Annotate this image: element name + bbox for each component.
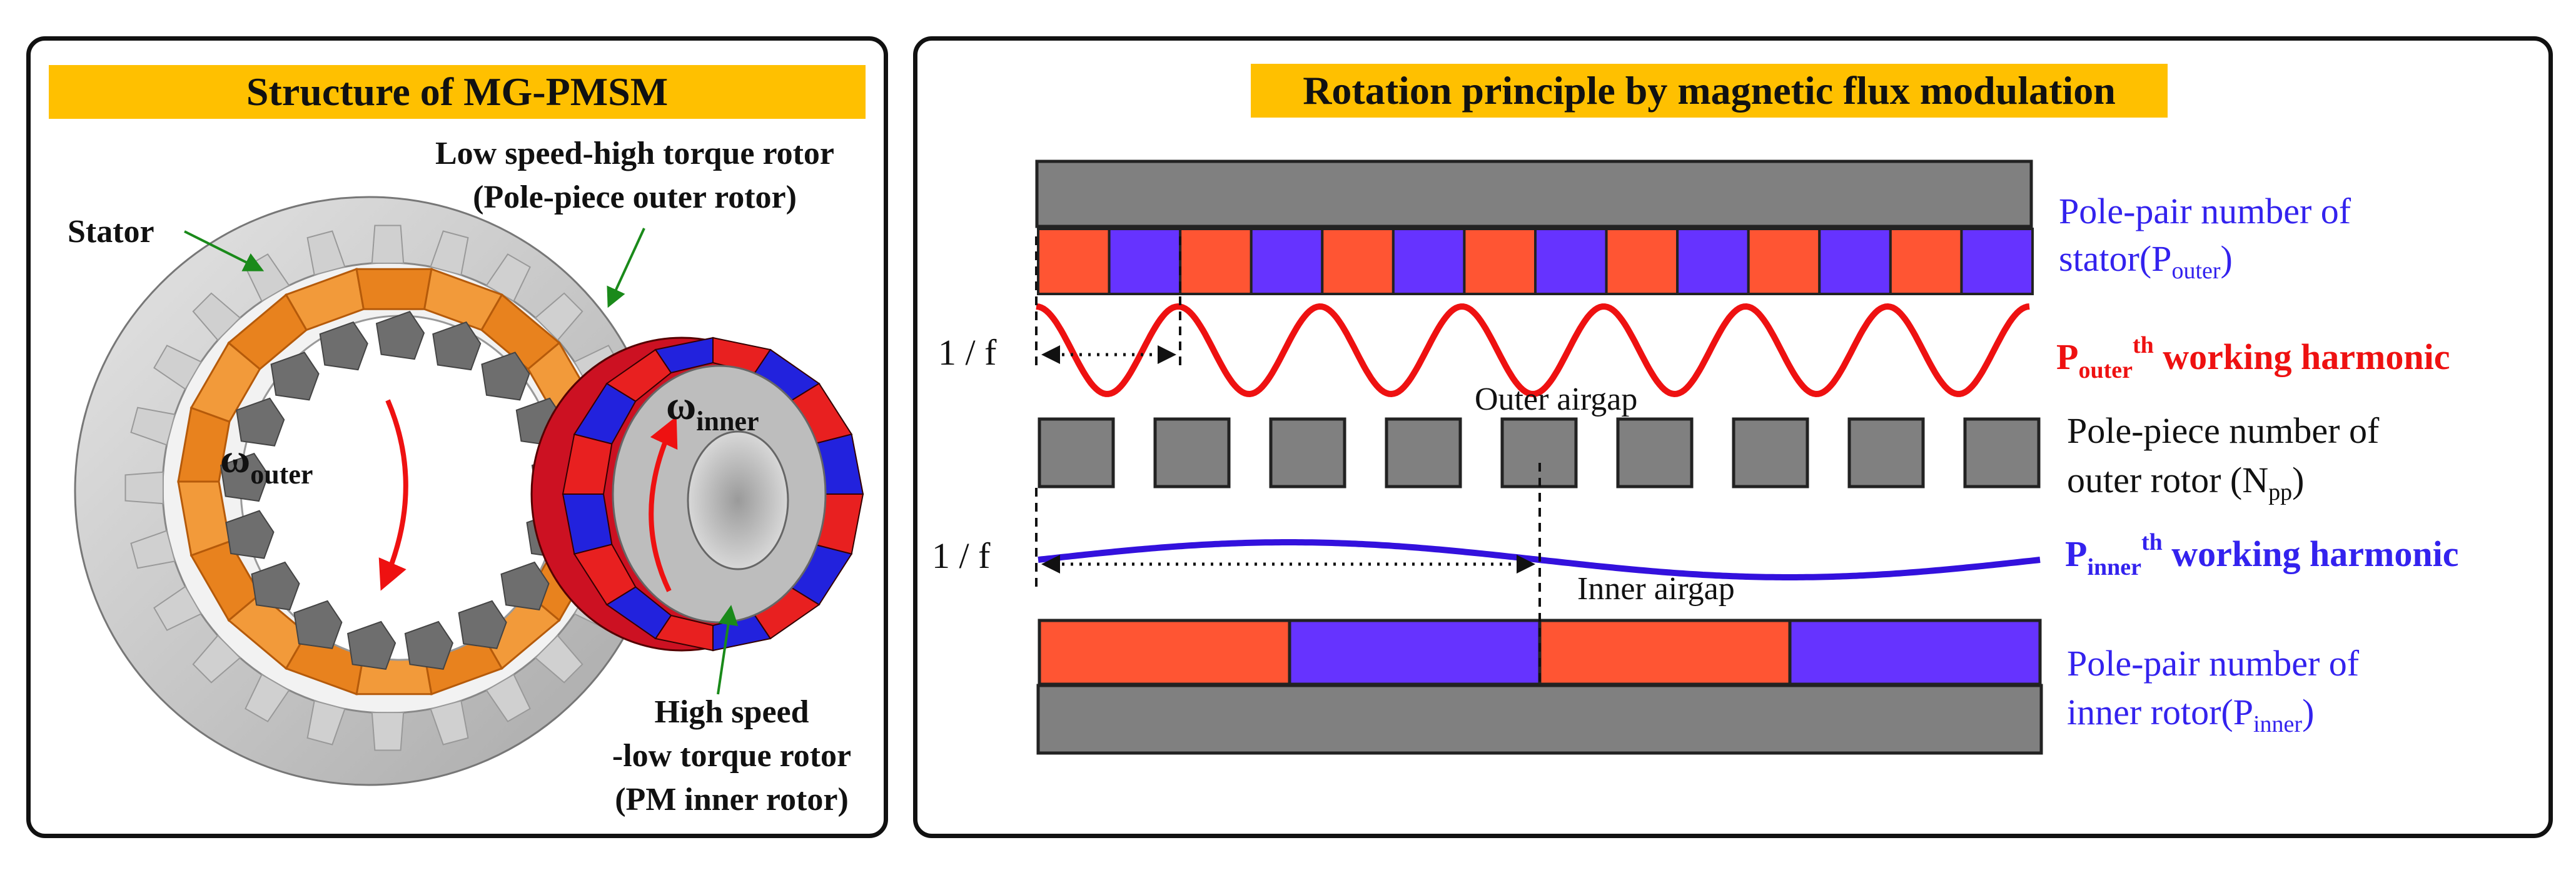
stator-slot bbox=[130, 407, 176, 446]
stator-label: Stator bbox=[68, 214, 154, 250]
stator-back-iron bbox=[1035, 159, 2033, 228]
inner-rotor-label-1: High speed bbox=[654, 694, 809, 730]
stator-magnet-segment bbox=[1250, 228, 1324, 295]
stator-magnet-segment bbox=[1463, 228, 1537, 295]
outer-rotor-label-2: (Pole-piece outer rotor) bbox=[473, 180, 797, 215]
pole-piece-block bbox=[458, 600, 507, 649]
stator-slot bbox=[130, 530, 176, 569]
stator-magnet-segment bbox=[1960, 228, 2034, 295]
stator-magnet-segment bbox=[1818, 228, 1892, 295]
rotation-principle-title: Rotation principle by magnetic flux modu… bbox=[1251, 64, 2168, 118]
inner-magnet-segment bbox=[1538, 619, 1792, 686]
stator-slot bbox=[306, 230, 346, 276]
pole-piece bbox=[1038, 417, 1115, 488]
stator-magnet-segment bbox=[1179, 228, 1253, 295]
pole-piece-block bbox=[251, 561, 300, 611]
pole-piece bbox=[1616, 417, 1694, 488]
outer-rotor-leader bbox=[607, 228, 645, 308]
pole-piece-block bbox=[432, 321, 482, 371]
stator-magnet-segment bbox=[1676, 228, 1750, 295]
stator-slot bbox=[485, 673, 531, 722]
pole-piece-block bbox=[293, 600, 343, 649]
winding-segment bbox=[355, 268, 433, 310]
outer-rotor-label-1: Low speed-high torque rotor bbox=[435, 136, 834, 171]
pole-piece-block bbox=[236, 397, 285, 447]
pole-piece bbox=[1385, 417, 1462, 488]
inner-harmonic-label: Pinnerth working harmonic bbox=[2065, 529, 2458, 580]
stator-magnet-segment bbox=[1392, 228, 1466, 295]
stator-magnet-row bbox=[1037, 228, 2034, 295]
stator-slot bbox=[192, 292, 241, 341]
pole-piece bbox=[1500, 417, 1578, 488]
pole-piece-block bbox=[225, 510, 275, 559]
stator-pole-pair-label-1: Pole-pair number of bbox=[2059, 191, 2351, 231]
stator-slot bbox=[534, 292, 583, 341]
stator-slot bbox=[371, 225, 405, 264]
inner-pole-pair-label-2: inner rotor(Pinner) bbox=[2067, 692, 2314, 737]
outer-working-harmonic-wave bbox=[1036, 303, 2030, 398]
pole-piece bbox=[1269, 417, 1346, 488]
stator-slot bbox=[153, 345, 203, 390]
omega-inner-label: ωinner bbox=[666, 383, 759, 437]
pole-piece-label-1: Pole-piece number of bbox=[2067, 410, 2380, 451]
inner-rotor-label-2: -low torque rotor bbox=[612, 738, 851, 774]
inner-magnet-segment bbox=[1038, 619, 1291, 686]
pole-piece-block bbox=[220, 452, 270, 502]
stator-slot bbox=[306, 700, 346, 746]
outer-harmonic-label: Pouterth working harmonic bbox=[2056, 332, 2450, 383]
stator-slot bbox=[245, 673, 290, 722]
pole-piece-block bbox=[404, 620, 454, 670]
pole-piece-block bbox=[481, 352, 530, 401]
flux-modulation-diagram: 1 / f 1 / f Outer airgap Inner airgap Po… bbox=[932, 159, 2458, 755]
stator-slot bbox=[124, 471, 164, 505]
stator-pole-pair-label-2: stator(Pouter) bbox=[2059, 238, 2233, 284]
inner-rotor-label-3: (PM inner rotor) bbox=[615, 782, 849, 817]
stator-magnet-segment bbox=[1889, 228, 1963, 295]
inner-rotor-leader bbox=[717, 605, 739, 695]
outer-rotation-arrow bbox=[378, 399, 408, 591]
pole-piece-block bbox=[319, 321, 368, 371]
inner-magnet-segment bbox=[1788, 619, 2042, 686]
structure-title: Structure of MG-PMSM bbox=[49, 65, 866, 119]
stator-leader bbox=[184, 230, 265, 271]
pole-piece-row bbox=[1038, 417, 2041, 488]
outer-airgap-label: Outer airgap bbox=[1475, 382, 1637, 417]
stator-magnet-segment bbox=[1108, 228, 1182, 295]
period-label-inner: 1 / f bbox=[932, 535, 991, 576]
pole-piece-block bbox=[270, 352, 320, 401]
stator-magnet-segment bbox=[1534, 228, 1608, 295]
pole-piece bbox=[1847, 417, 1925, 488]
pole-piece-block bbox=[500, 561, 550, 611]
period-label-outer: 1 / f bbox=[938, 332, 997, 373]
inner-magnet-segment bbox=[1288, 619, 1542, 686]
inner-rotor-magnets bbox=[562, 336, 864, 652]
inner-rotation-arrow bbox=[649, 416, 678, 592]
stator-magnet-segment bbox=[1321, 228, 1395, 295]
stator-slot bbox=[192, 634, 241, 684]
inner-pole-pair-label-1: Pole-pair number of bbox=[2067, 643, 2360, 684]
pole-piece-label-2: outer rotor (Npp) bbox=[2067, 460, 2304, 505]
stator-slot bbox=[430, 230, 469, 276]
stator-slot bbox=[430, 700, 469, 746]
inner-airgap-label: Inner airgap bbox=[1577, 571, 1735, 607]
motor-illustration: Stator Low speed-high torque rotor (Pole… bbox=[68, 136, 864, 817]
stator-slot bbox=[153, 585, 203, 631]
stator-slot bbox=[371, 712, 405, 751]
stator-magnet-segment bbox=[1037, 228, 1111, 295]
pm-inner-rotor bbox=[530, 336, 864, 652]
stator-magnet-segment bbox=[1747, 228, 1821, 295]
pole-piece bbox=[1963, 417, 2041, 488]
pole-piece-block bbox=[375, 310, 425, 360]
pole-piece-block bbox=[346, 620, 397, 670]
inner-rotor-hole bbox=[687, 430, 789, 570]
stator-magnet-segment bbox=[1605, 228, 1679, 295]
pole-piece bbox=[1153, 417, 1231, 488]
pole-piece bbox=[1732, 417, 1809, 488]
inner-rotor-core bbox=[1036, 684, 2043, 755]
omega-outer-label: ωouter bbox=[220, 436, 313, 490]
stator-slot bbox=[534, 634, 583, 684]
